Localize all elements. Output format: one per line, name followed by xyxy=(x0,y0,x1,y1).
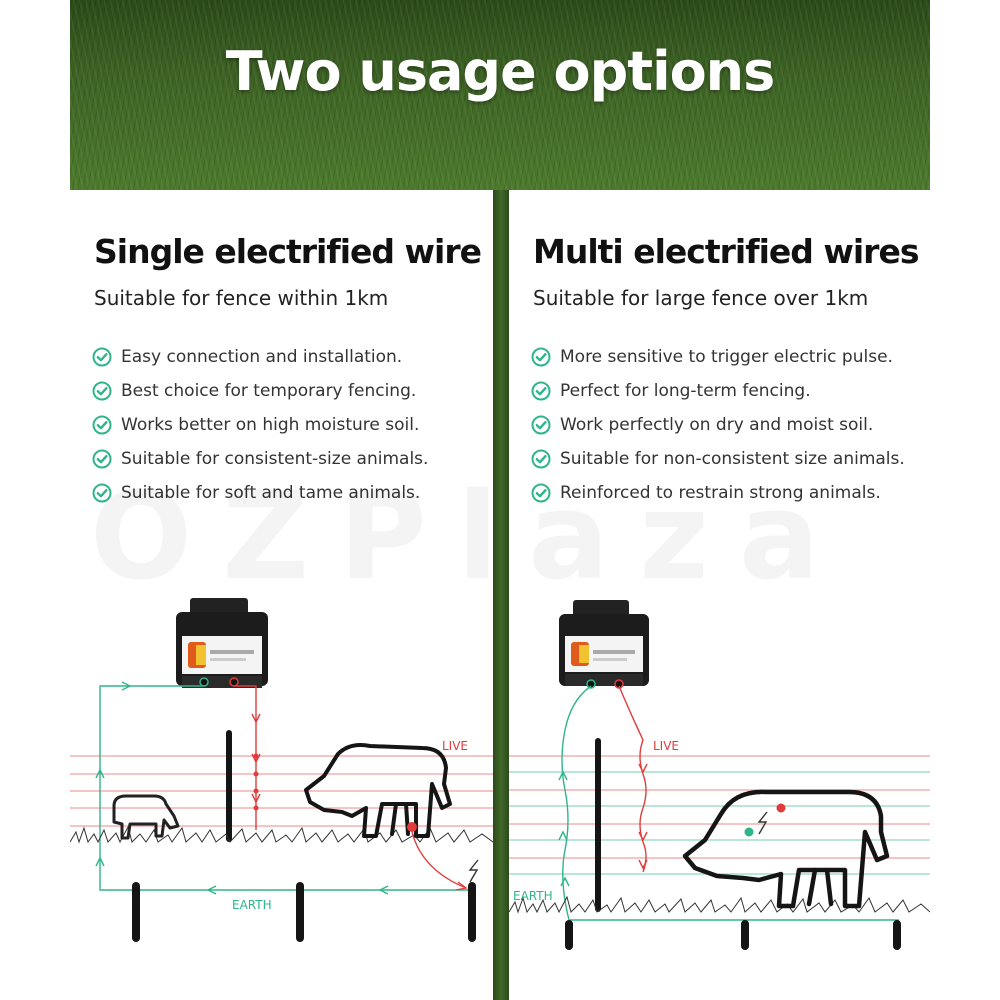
check-circle-icon xyxy=(92,449,112,469)
earth-wire xyxy=(561,685,899,921)
feature-item: Works better on high moisture soil. xyxy=(92,408,428,442)
check-circle-icon xyxy=(531,347,551,367)
feature-text: Works better on high moisture soil. xyxy=(121,415,420,435)
page-title: Two usage options xyxy=(225,40,776,103)
feature-item: Suitable for consistent-size animals. xyxy=(92,442,428,476)
energizer-box-icon xyxy=(559,600,649,689)
earth-stake xyxy=(468,882,476,942)
multi-wire-panel: Multi electrified wires Suitable for lar… xyxy=(509,190,930,1000)
feature-text: Suitable for non-consistent size animals… xyxy=(560,449,905,469)
feature-item: Perfect for long-term fencing. xyxy=(531,374,905,408)
grass-ground xyxy=(509,895,930,914)
single-wire-feature-list: Easy connection and installation. Best c… xyxy=(92,340,428,510)
feature-item: Reinforced to restrain strong animals. xyxy=(531,476,905,510)
feature-text: Suitable for consistent-size animals. xyxy=(121,449,429,469)
cow-icon xyxy=(682,789,890,909)
earth-stake xyxy=(132,882,140,942)
feature-item: More sensitive to trigger electric pulse… xyxy=(531,340,905,374)
live-label: LIVE xyxy=(442,739,468,753)
feature-item: Work perfectly on dry and moist soil. xyxy=(531,408,905,442)
fence-post xyxy=(595,738,601,912)
feature-item: Easy connection and installation. xyxy=(92,340,428,374)
earth-stake xyxy=(296,882,304,942)
check-circle-icon xyxy=(531,483,551,503)
feature-text: More sensitive to trigger electric pulse… xyxy=(560,347,893,367)
feature-item: Suitable for soft and tame animals. xyxy=(92,476,428,510)
single-wire-heading: Single electrified wire xyxy=(94,232,482,271)
feature-text: Perfect for long-term fencing. xyxy=(560,381,811,401)
check-circle-icon xyxy=(92,347,112,367)
feature-text: Work perfectly on dry and moist soil. xyxy=(560,415,874,435)
shock-path xyxy=(411,831,467,889)
earth-label: EARTH xyxy=(232,898,272,912)
single-wire-diagram: LIVE EARTH xyxy=(70,598,493,942)
fence-post xyxy=(226,730,232,842)
check-circle-icon xyxy=(92,415,112,435)
live-label: LIVE xyxy=(653,739,679,753)
check-circle-icon xyxy=(531,449,551,469)
live-wire xyxy=(234,685,257,830)
multi-wire-feature-list: More sensitive to trigger electric pulse… xyxy=(531,340,905,510)
earth-stake xyxy=(565,920,573,950)
earth-label: EARTH xyxy=(513,889,553,903)
single-wire-panel: Single electrified wire Suitable for fen… xyxy=(70,190,493,1000)
lightning-icon xyxy=(468,859,479,883)
check-circle-icon xyxy=(92,483,112,503)
lightning-icon xyxy=(757,811,768,835)
check-circle-icon xyxy=(92,381,112,401)
grass-ground xyxy=(70,825,493,844)
multi-wire-diagram: LIVE EARTH xyxy=(509,600,930,950)
grass-header-banner: Two usage options xyxy=(70,0,930,190)
feature-text: Suitable for soft and tame animals. xyxy=(121,483,421,503)
feature-item: Suitable for non-consistent size animals… xyxy=(531,442,905,476)
feature-text: Easy connection and installation. xyxy=(121,347,403,367)
earth-stake xyxy=(741,920,749,950)
earth-stake xyxy=(893,920,901,950)
small-sheep-icon xyxy=(112,794,180,840)
panel-divider xyxy=(493,190,509,1000)
contact-point xyxy=(776,803,786,813)
check-circle-icon xyxy=(531,381,551,401)
contact-point xyxy=(744,827,754,837)
contact-point xyxy=(407,822,417,832)
feature-text: Best choice for temporary fencing. xyxy=(121,381,417,401)
single-wire-subheading: Suitable for fence within 1km xyxy=(94,286,389,310)
earth-wire xyxy=(99,685,470,891)
energizer-box-icon xyxy=(176,598,268,688)
live-wire xyxy=(618,685,647,873)
multi-wire-subheading: Suitable for large fence over 1km xyxy=(533,286,869,310)
multi-wire-heading: Multi electrified wires xyxy=(533,232,919,271)
check-circle-icon xyxy=(531,415,551,435)
feature-text: Reinforced to restrain strong animals. xyxy=(560,483,881,503)
feature-item: Best choice for temporary fencing. xyxy=(92,374,428,408)
